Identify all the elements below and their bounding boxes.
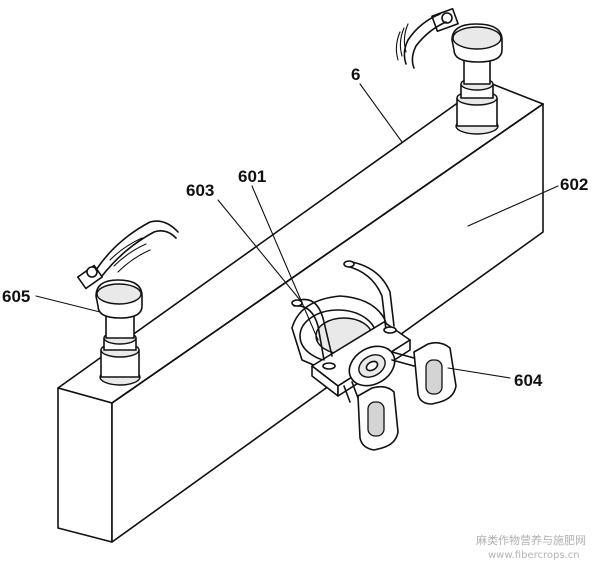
label-603: 603 [186,181,214,200]
central-mechanism [291,260,457,451]
leader-lines [35,83,559,379]
label-605: 605 [2,287,30,306]
watermark-line2: www.fibercrops.cn [488,550,580,561]
label-602: 602 [560,175,588,194]
label-6: 6 [351,65,360,84]
watermark-line1: 麻类作物营养与施肥网 [476,533,586,547]
label-604: 604 [514,371,543,390]
left-clamp-assembly [76,220,179,386]
label-601: 601 [238,167,266,186]
right-clamp-assembly [395,7,503,135]
